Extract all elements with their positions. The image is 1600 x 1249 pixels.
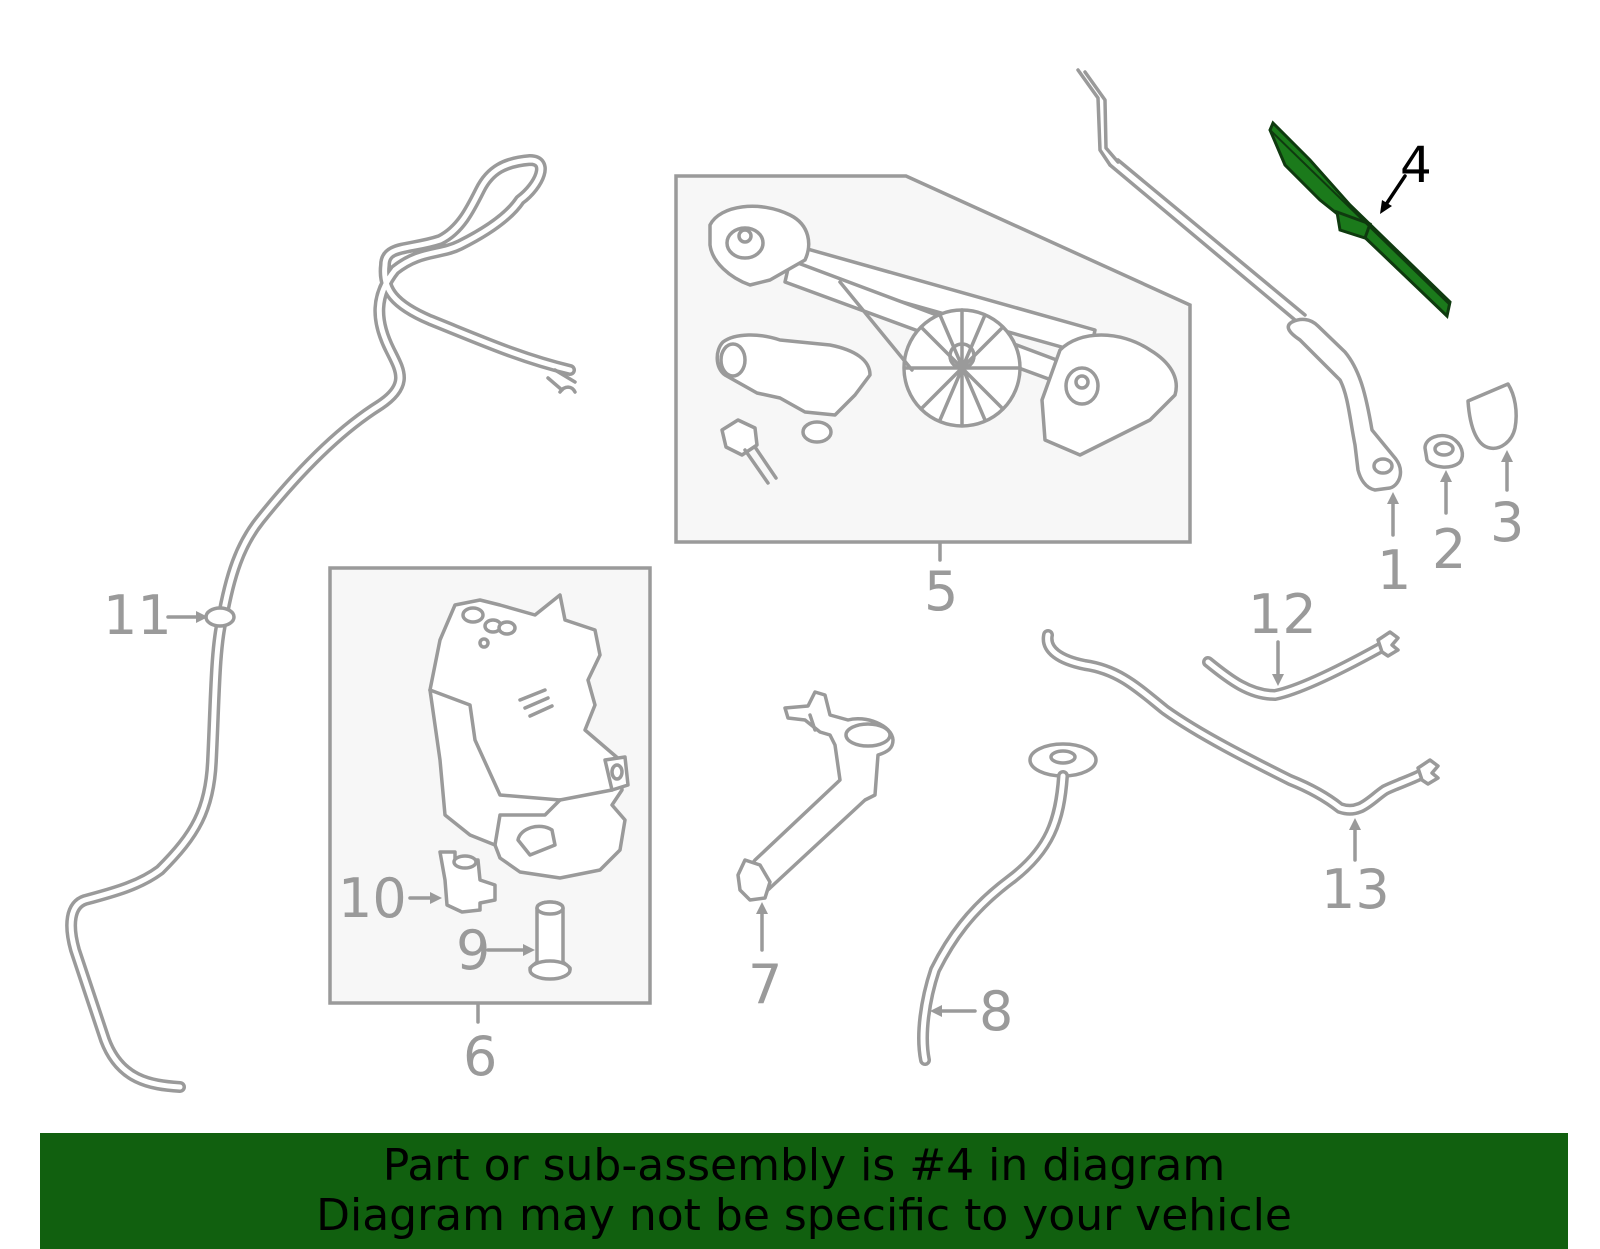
part-10-washer-pump[interactable] (438, 850, 497, 914)
callout-6: 6 (463, 1025, 497, 1088)
banner-line-2: Diagram may not be specific to your vehi… (316, 1190, 1292, 1241)
part-7-filler-neck[interactable] (736, 690, 895, 902)
part-1-wiper-arm[interactable] (1076, 68, 1403, 492)
callout-7: 7 (748, 953, 782, 1016)
part-11-washer-hose[interactable] (65, 154, 577, 1093)
info-banner: Part or sub-assembly is #4 in diagram Di… (40, 1133, 1568, 1249)
callout-10: 10 (338, 867, 407, 930)
callout-9: 9 (456, 919, 490, 982)
callout-8: 8 (979, 980, 1013, 1043)
assembly-6-washer-reservoir[interactable] (328, 566, 652, 1005)
leader-lines (166, 174, 1513, 1024)
part-3-cap[interactable] (1466, 382, 1518, 451)
banner-line-1: Part or sub-assembly is #4 in diagram (382, 1140, 1226, 1191)
part-13-washer-hose[interactable] (1041, 629, 1440, 816)
callout-labels: 1 2 3 4 5 6 7 8 9 10 11 12 13 (103, 136, 1524, 1088)
callout-4: 4 (1400, 136, 1432, 194)
assembly-5-wiper-linkage[interactable] (674, 174, 1192, 544)
part-9-grommet[interactable] (528, 900, 572, 981)
callout-2: 2 (1432, 518, 1466, 581)
callout-1: 1 (1377, 539, 1411, 602)
callout-13: 13 (1321, 858, 1390, 921)
part-4-wiper-blade[interactable] (1268, 120, 1452, 319)
part-12-washer-hose[interactable] (1202, 630, 1400, 701)
callout-12: 12 (1248, 583, 1317, 646)
part-2-nut[interactable] (1423, 433, 1465, 469)
callout-11: 11 (103, 584, 172, 647)
callout-5: 5 (924, 560, 958, 623)
part-8-filler-cap-tube[interactable] (917, 742, 1098, 1066)
callout-3: 3 (1490, 491, 1524, 554)
